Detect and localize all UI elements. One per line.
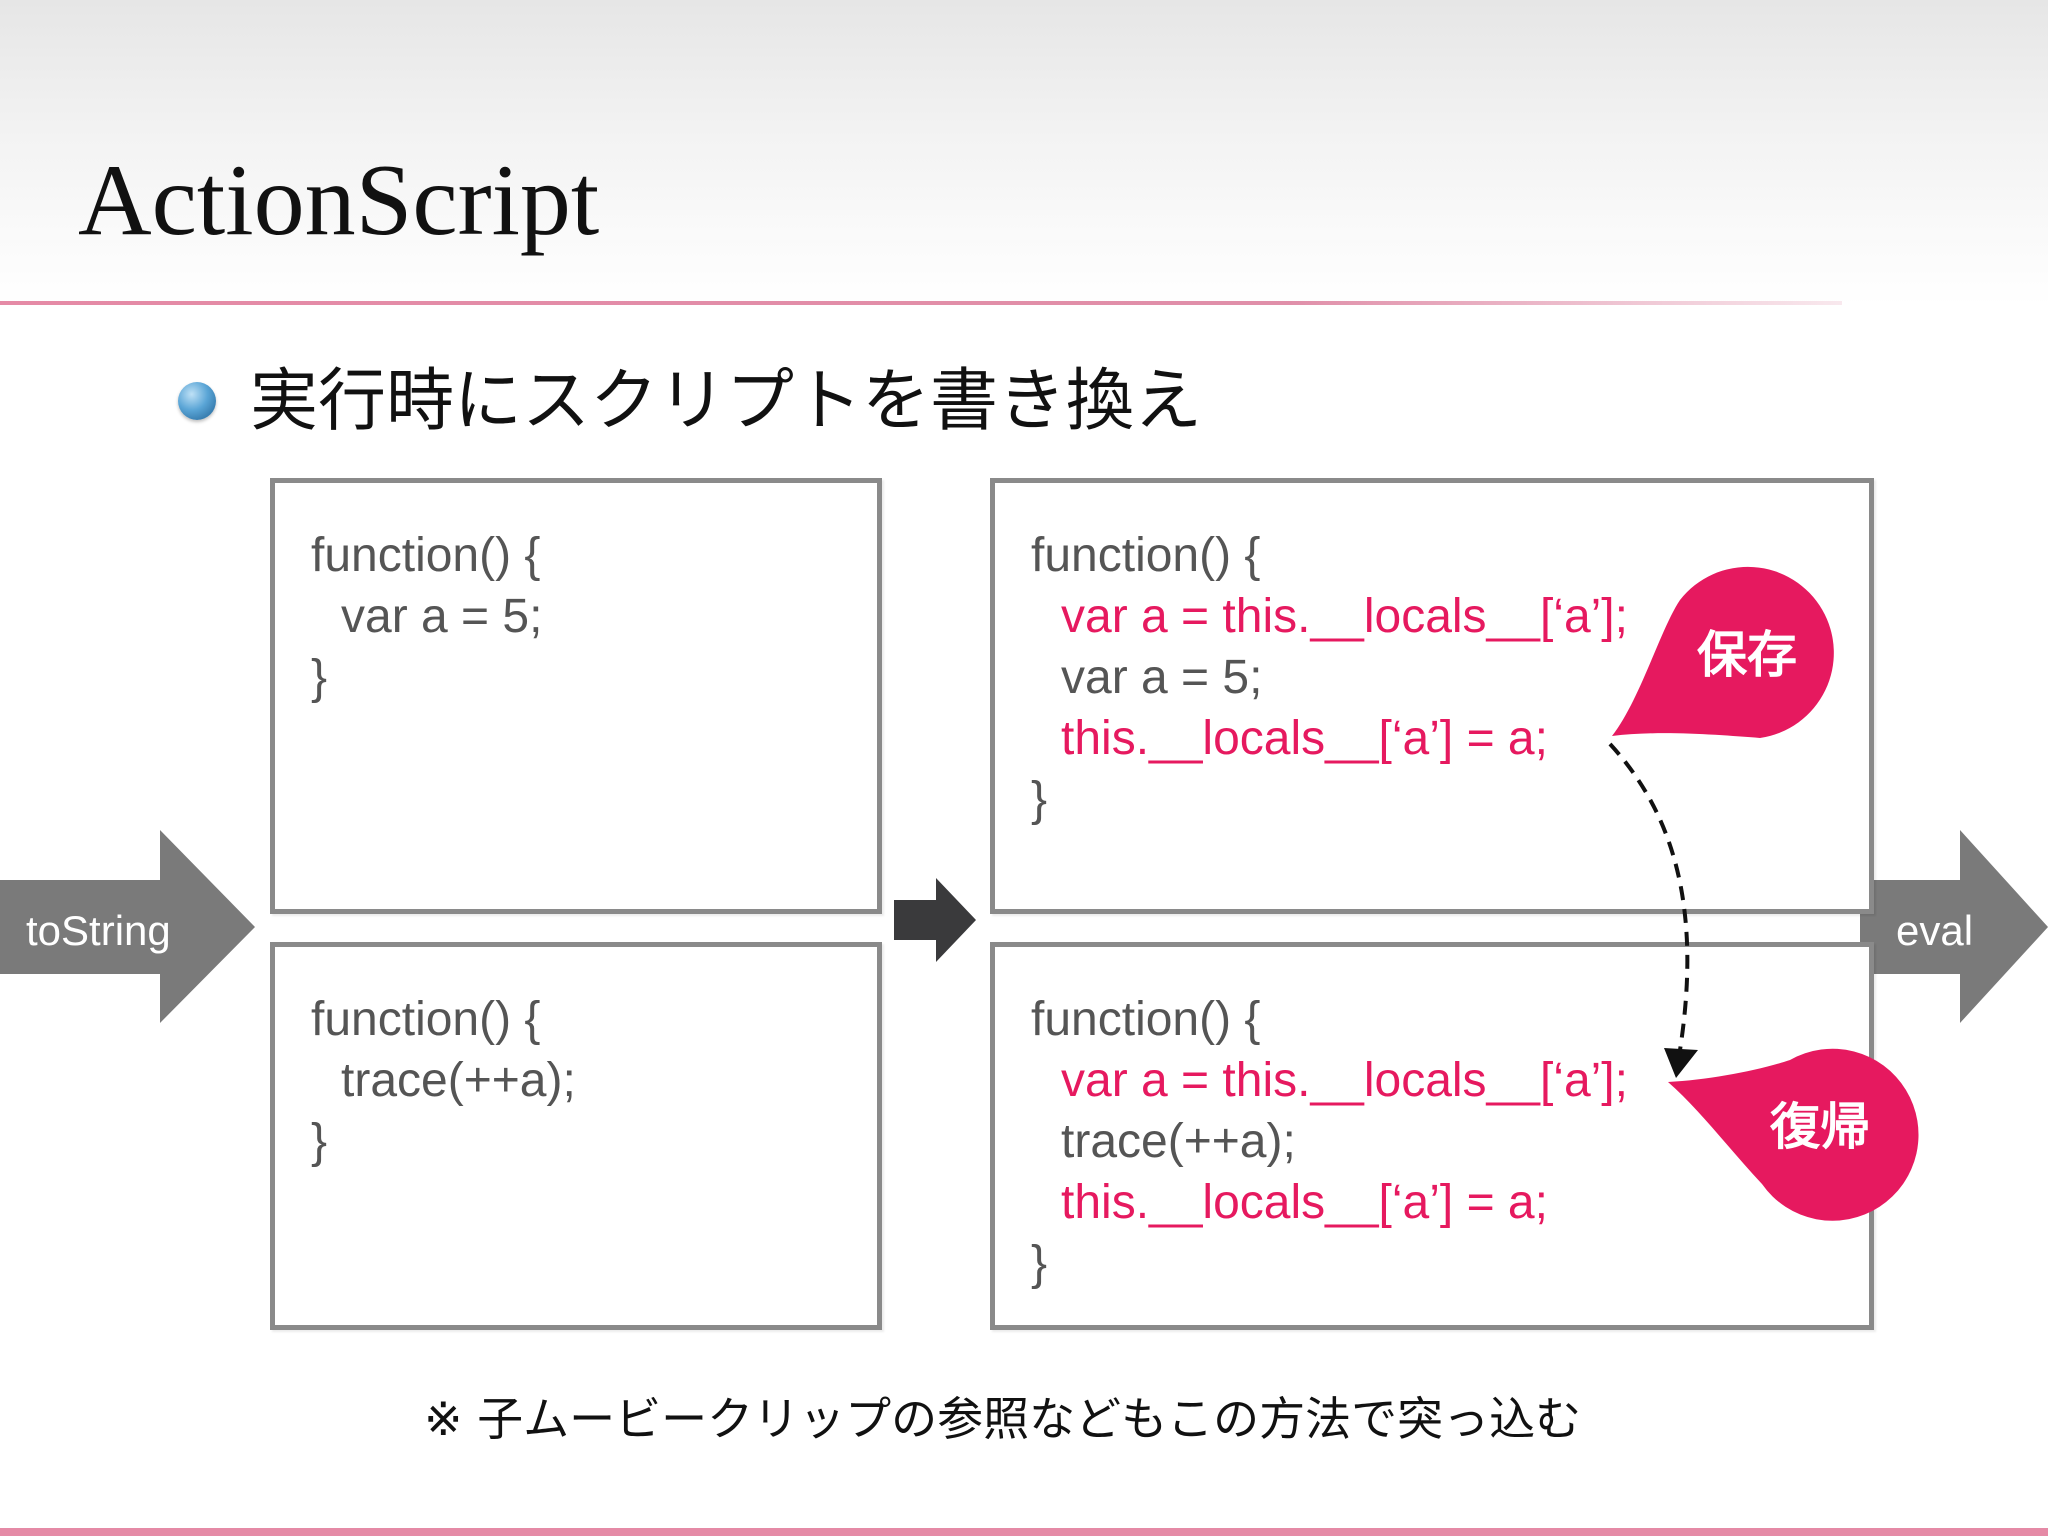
dashed-arrow-head — [1664, 1048, 1698, 1078]
code-line: trace(++a); — [341, 1054, 576, 1107]
tostring-label: toString — [26, 907, 171, 954]
code-line: } — [311, 651, 328, 704]
save-callout — [1612, 566, 1834, 738]
code-line: var a = 5; — [1061, 651, 1263, 704]
footnote: ※ 子ムービークリップの参照などもこの方法で突っ込む — [424, 1392, 1582, 1446]
code-line: function() { — [311, 993, 541, 1046]
code-block: function() { var a = this.__locals__[‘a’]… — [1031, 525, 1628, 830]
code-line: this.__locals__[‘a’] = a; — [1061, 712, 1548, 765]
code-line: } — [1031, 773, 1048, 826]
eval-label: eval — [1896, 907, 1974, 954]
original-code-box-top: function() { var a = 5;} — [270, 478, 882, 914]
code-line: var a = this.__locals__[‘a’]; — [1061, 590, 1628, 643]
code-block: function() { var a = 5;} — [311, 525, 542, 708]
code-line: var a = this.__locals__[‘a’]; — [1061, 1054, 1628, 1107]
code-line: this.__locals__[‘a’] = a; — [1061, 1176, 1548, 1229]
title-divider — [0, 301, 1842, 305]
tostring-arrow — [0, 830, 255, 1023]
bullet-icon — [178, 382, 216, 420]
code-line: trace(++a); — [1061, 1115, 1296, 1168]
bullet-text: 実行時にスクリプトを書き換え — [250, 362, 1203, 441]
eval-arrow — [1860, 830, 2048, 1023]
dashed-arrow — [1608, 742, 1690, 1051]
code-block: function() { trace(++a);} — [311, 989, 576, 1172]
restore-callout — [1668, 1048, 1919, 1221]
bottom-divider — [0, 1528, 2048, 1536]
code-line: } — [1031, 1237, 1048, 1290]
code-line: var a = 5; — [341, 590, 543, 643]
transform-arrow — [894, 878, 976, 962]
code-line: function() { — [311, 529, 541, 582]
code-block: function() { var a = this.__locals__[‘a’]… — [1031, 989, 1628, 1294]
code-line: function() { — [1031, 529, 1261, 582]
header-background — [0, 0, 2048, 306]
original-code-box-bottom: function() { trace(++a);} — [270, 942, 882, 1330]
save-callout-label: 保存 — [1697, 626, 1797, 684]
code-line: function() { — [1031, 993, 1261, 1046]
slide-title: ActionScript — [78, 144, 600, 257]
code-line: } — [311, 1115, 328, 1168]
restore-callout-label: 復帰 — [1770, 1098, 1870, 1156]
